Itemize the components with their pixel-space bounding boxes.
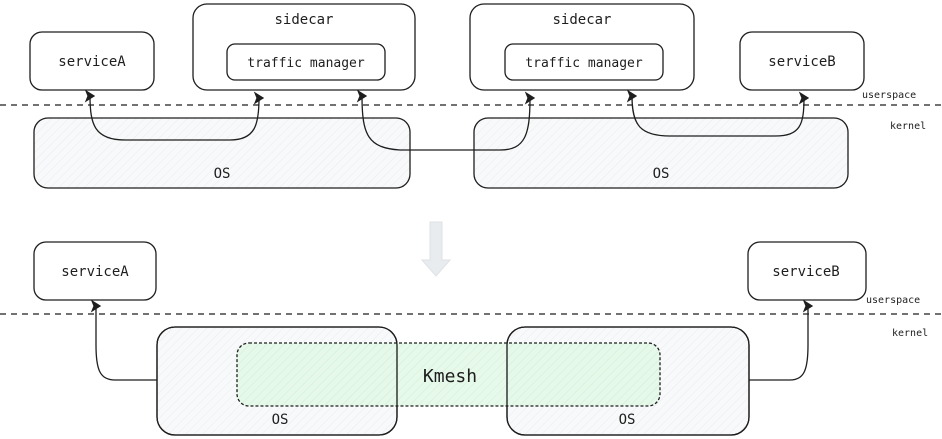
bottom-arrow-os-to-service-b bbox=[749, 299, 814, 381]
top-service-a-label: serviceA bbox=[58, 54, 126, 70]
top-arrow-service-a-to-traffic-manager bbox=[84, 89, 265, 141]
top-os-left-label: OS bbox=[214, 166, 231, 182]
kmesh-box bbox=[236, 342, 661, 407]
bottom-os-right-label: OS bbox=[619, 412, 636, 428]
top-os-left-box bbox=[33, 117, 411, 189]
top-userspace-label: userspace bbox=[862, 90, 916, 101]
top-kernel-label: kernel bbox=[890, 121, 926, 132]
top-sidecar-right-label: sidecar bbox=[552, 12, 611, 28]
top-traffic-manager-right-box bbox=[504, 43, 664, 81]
bottom-kernel-label: kernel bbox=[892, 328, 928, 339]
bottom-service-a-label: serviceA bbox=[61, 264, 129, 280]
bottom-userspace-label: userspace bbox=[866, 295, 920, 306]
top-os-right-label: OS bbox=[653, 166, 670, 182]
bottom-os-left-label: OS bbox=[272, 412, 289, 428]
top-service-b-label: serviceB bbox=[768, 54, 835, 70]
bottom-os-left-outline bbox=[156, 326, 398, 436]
transition-down-arrow-icon bbox=[420, 221, 452, 277]
top-sidecar-left-label: sidecar bbox=[274, 12, 333, 28]
bottom-arrow-os-to-service-a bbox=[90, 299, 157, 381]
kmesh-label: Kmesh bbox=[423, 366, 477, 387]
top-traffic-manager-left-box bbox=[226, 43, 386, 81]
top-traffic-manager-left-label: traffic manager bbox=[247, 56, 365, 71]
top-traffic-manager-right-label: traffic manager bbox=[525, 56, 643, 71]
top-arrow-traffic-manager-to-traffic-manager bbox=[356, 89, 536, 151]
bottom-os-right-outline bbox=[506, 326, 750, 436]
top-arrow-traffic-manager-to-service-b bbox=[626, 89, 810, 137]
bottom-service-b-label: serviceB bbox=[772, 264, 839, 280]
